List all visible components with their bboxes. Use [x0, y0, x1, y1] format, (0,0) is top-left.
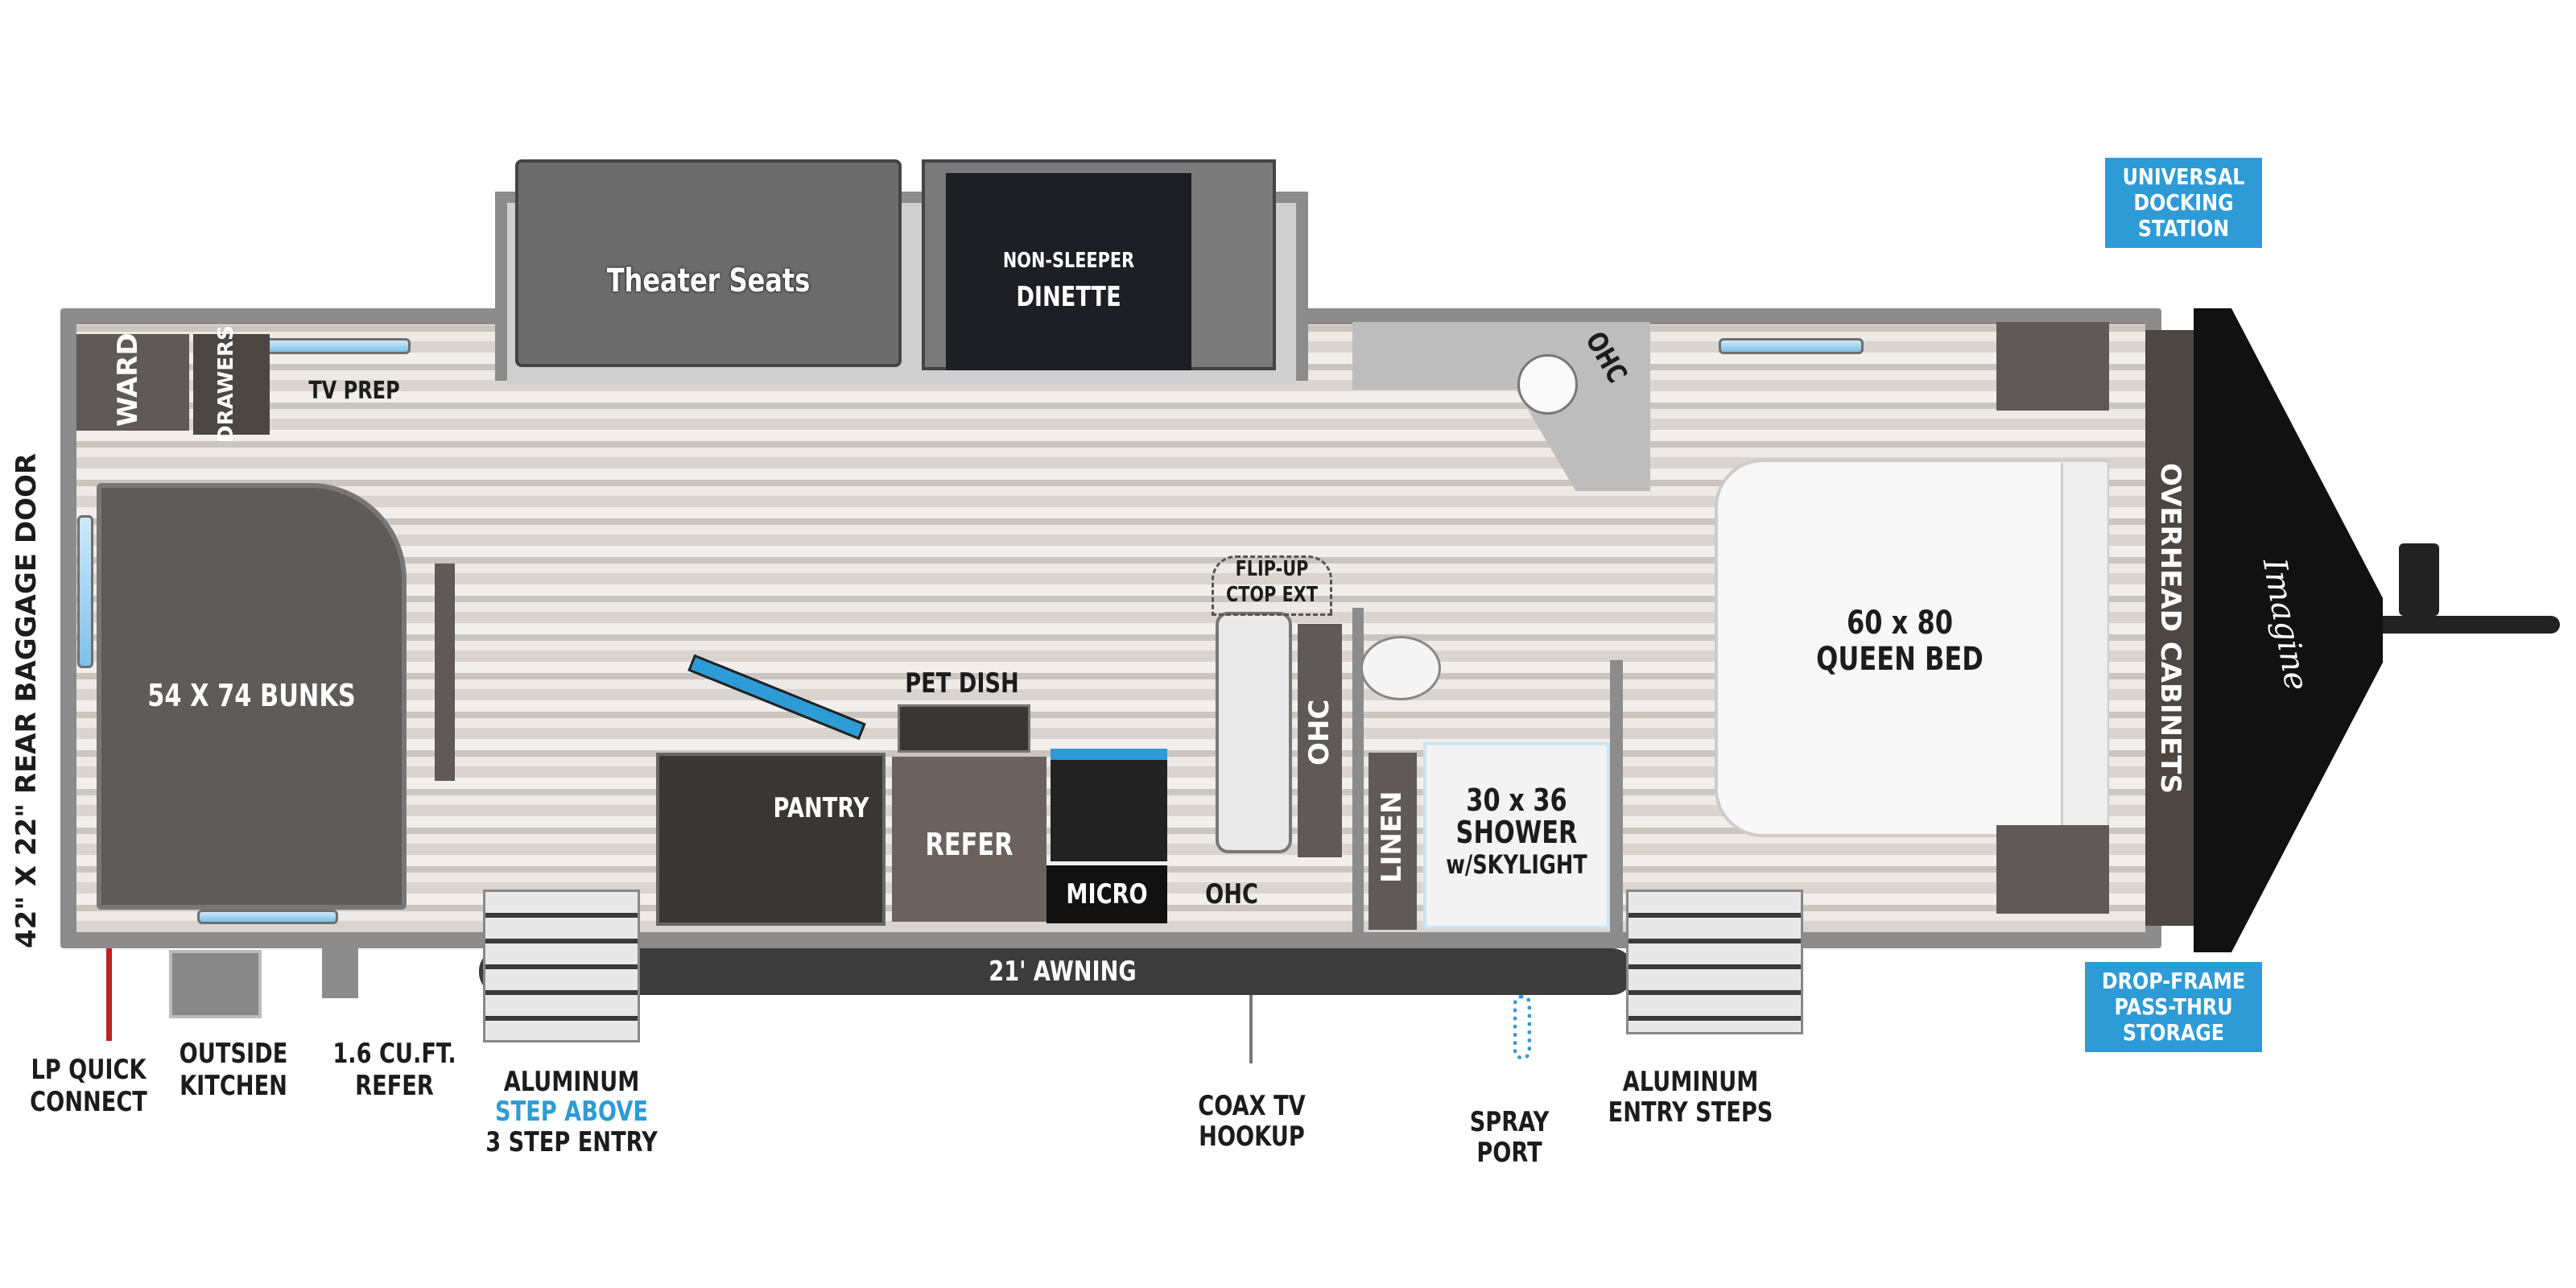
bath-wall-right [1610, 660, 1623, 934]
bunks-label: 54 X 74 BUNKS [147, 678, 356, 713]
docking-line-1: UNIVERSAL [2122, 163, 2245, 190]
bed-label-2: QUEEN BED [1816, 641, 1984, 678]
queen-bed [1715, 459, 2109, 837]
flip-up-label: FLIP-UP [1235, 557, 1309, 581]
window [1719, 338, 1864, 354]
nightstand [1996, 322, 2109, 411]
kitchen-sink [1216, 612, 1292, 853]
refer-outside-label-1: 1.6 CU.FT. [332, 1038, 456, 1070]
pass-thru-storage-badge: DROP-FRAME PASS-THRU STORAGE [2085, 962, 2262, 1052]
pet-dish [898, 704, 1030, 753]
spray-port-hose [1513, 995, 1531, 1059]
shower-label-3: w/SKYLIGHT [1446, 849, 1587, 880]
step-entry-label-2: STEP ABOVE [495, 1096, 648, 1128]
outside-kitchen-label-2: KITCHEN [180, 1070, 287, 1102]
storage-line-2: PASS-THRU [2114, 993, 2233, 1020]
bath-sink [1517, 354, 1578, 415]
rear-entry-steps [483, 890, 640, 1042]
docking-station-badge: UNIVERSAL DOCKING STATION [2105, 158, 2262, 248]
theater-seats [515, 159, 902, 367]
drawers-label: DRAWERS [214, 325, 238, 443]
shower-label-2: SHOWER [1455, 815, 1578, 850]
linen-label: LINEN [1376, 791, 1408, 884]
window [77, 515, 93, 668]
entry-steps-label-2: ENTRY STEPS [1608, 1096, 1773, 1129]
shower-label-1: 30 x 36 [1466, 782, 1567, 818]
overhead-cabinets-label: OVERHEAD CABINETS [2154, 462, 2186, 794]
theater-seats-label: Theater Seats [606, 262, 811, 299]
spray-label-2: PORT [1476, 1137, 1542, 1169]
outside-kitchen [169, 950, 262, 1018]
refrigerator [892, 757, 1046, 922]
awning [479, 948, 1634, 995]
toilet [1360, 636, 1441, 700]
docking-line-3: STATION [2137, 215, 2230, 242]
linen-closet [1368, 753, 1417, 930]
storage-line-1: DROP-FRAME [2101, 968, 2246, 994]
refer-label: REFER [925, 827, 1013, 862]
pantry-label: PANTRY [773, 792, 869, 824]
ohc-vertical-label: OHC [1303, 699, 1335, 766]
lp-label-1: LP QUICK [31, 1054, 147, 1086]
pillows [2061, 463, 2107, 833]
bunk-ladder [435, 564, 455, 781]
bed-label-1: 60 x 80 [1847, 605, 1953, 642]
pet-dish-label: PET DISH [905, 667, 1019, 700]
pantry [656, 753, 886, 926]
spray-label-1: SPRAY [1469, 1106, 1550, 1138]
window [197, 910, 338, 924]
awning-label: 21' AWNING [989, 956, 1137, 988]
entry-steps-label-1: ALUMINUM [1622, 1066, 1759, 1098]
flip-up-countertop [1212, 555, 1332, 616]
dinette-table [946, 173, 1191, 370]
coax-label-2: HOOKUP [1199, 1121, 1305, 1153]
nightstand [1996, 825, 2109, 914]
rear-door-label: 42" X 22" REAR BAGGAGE DOOR [10, 452, 43, 948]
front-entry-steps [1626, 890, 1803, 1034]
bunks [97, 483, 407, 910]
shower [1423, 742, 1610, 929]
wardrobe [76, 334, 189, 431]
dinette-label: DINETTE [1016, 281, 1121, 313]
refer-outside-label-2: REFER [355, 1070, 434, 1102]
overhead-cabinets [2145, 330, 2194, 926]
outside-kitchen-label-1: OUTSIDE [179, 1038, 288, 1070]
step-entry-label-1: ALUMINUM [503, 1066, 640, 1098]
overhead-cabinet [1298, 624, 1342, 857]
coax-line [1249, 995, 1253, 1063]
step-entry-label-3: 3 STEP ENTRY [485, 1126, 658, 1158]
dinette-label-top: NON-SLEEPER [1002, 249, 1135, 273]
hitch [2383, 616, 2560, 634]
bath-wall [1352, 608, 1364, 934]
docking-line-2: DOCKING [2133, 189, 2234, 216]
flip-up-label-2: CTOP EXT [1225, 583, 1319, 607]
window [250, 338, 411, 354]
tv-prep-label: TV PREP [308, 377, 400, 405]
ward-label: WARD [112, 332, 144, 427]
ohc-kitchen-label: OHC [1205, 878, 1258, 910]
storage-line-3: STORAGE [2122, 1019, 2225, 1046]
jack [2399, 543, 2439, 616]
lp-line [106, 948, 112, 1041]
coax-label-1: COAX TV [1198, 1090, 1306, 1122]
micro-label: MICRO [1066, 878, 1148, 910]
lp-label-2: CONNECT [30, 1086, 147, 1118]
drawers [193, 334, 270, 435]
stove [1051, 749, 1167, 861]
microwave [1046, 865, 1167, 923]
outside-refer [322, 946, 358, 998]
